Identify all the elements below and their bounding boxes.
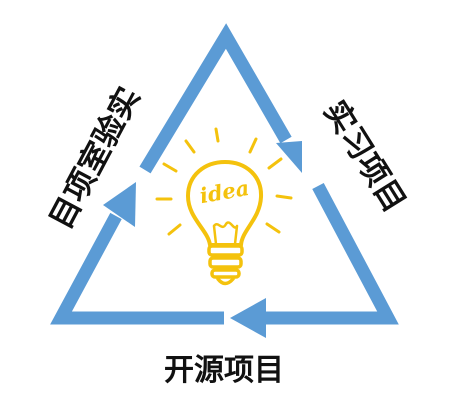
bulb-ray <box>265 222 281 234</box>
bulb-base <box>207 244 244 257</box>
lightbulb-icon <box>155 127 293 286</box>
arrowhead-down-right <box>276 141 302 173</box>
arrowhead-left-bottom <box>230 298 266 338</box>
bulb-ray <box>248 137 258 154</box>
bulb-ray <box>267 157 283 170</box>
bulb-base <box>208 256 243 269</box>
bulb-filament <box>212 221 239 246</box>
arrowhead-up-left <box>103 182 136 227</box>
bulb-ray <box>162 162 178 173</box>
bulb-ray <box>214 127 220 143</box>
bulb-ray <box>275 194 293 200</box>
cycle-edge-top <box>139 23 292 174</box>
cycle-edge-left-lower <box>50 212 224 325</box>
bulb-ray <box>184 139 196 154</box>
cycle-triangle <box>50 23 399 325</box>
bulb-text: idea <box>198 175 251 208</box>
bulb-ray <box>167 223 182 236</box>
bulb-glass <box>186 160 264 247</box>
bulb-base <box>210 268 241 279</box>
cycle-edge-right-lower <box>266 182 399 325</box>
label-open-source-projects: 开源项目 <box>164 353 284 388</box>
bulb-tip <box>216 277 235 286</box>
